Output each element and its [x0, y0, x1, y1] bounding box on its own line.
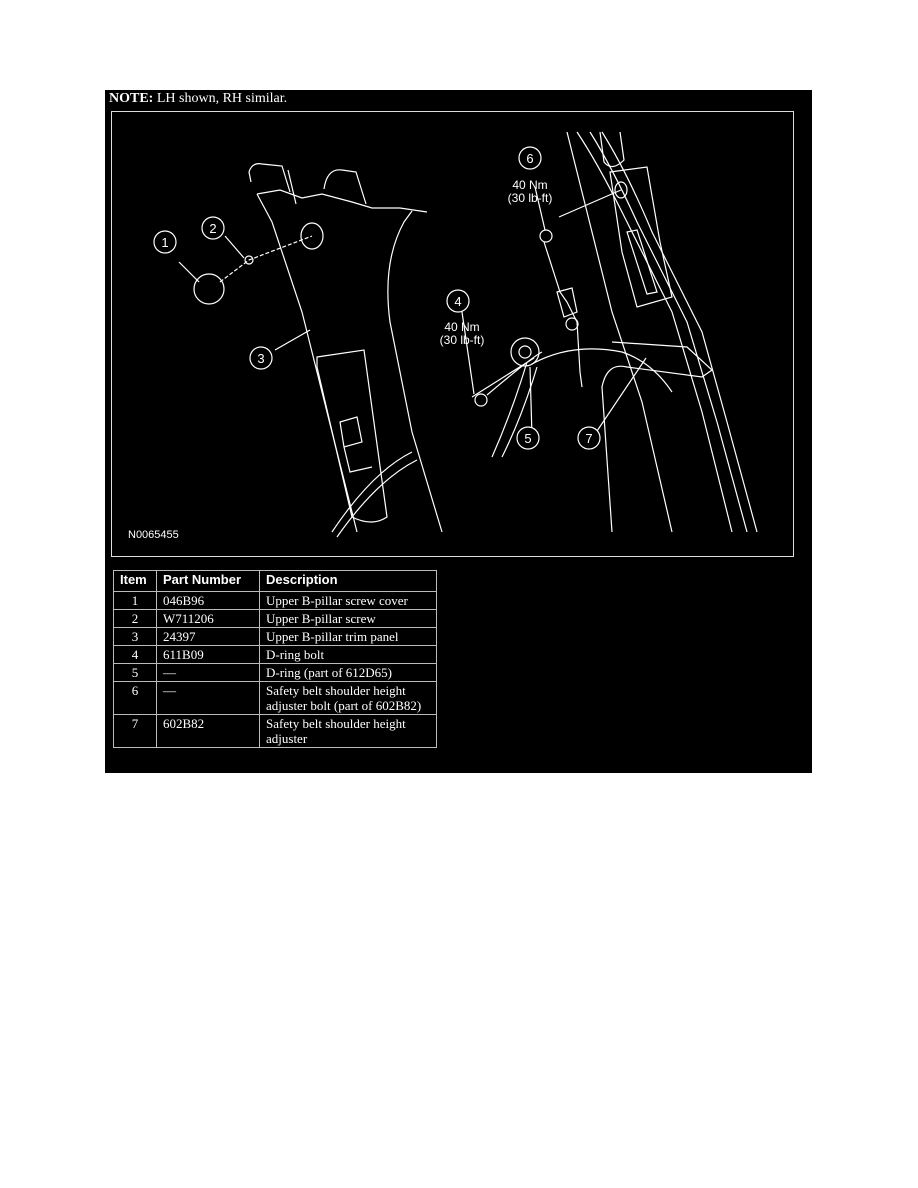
header-description: Description — [259, 570, 437, 592]
trim-panel-drawing — [248, 163, 443, 538]
diagram-panel: NOTE: LH shown, RH similar. — [105, 90, 812, 773]
callout-2-label: 2 — [209, 221, 216, 236]
torque-6-lbft: (30 lb-ft) — [508, 191, 553, 205]
item-cell: 1 — [113, 591, 157, 610]
note: NOTE: LH shown, RH similar. — [109, 91, 287, 107]
note-text: LH shown, RH similar. — [153, 91, 288, 106]
header-part-number: Part Number — [156, 570, 260, 592]
callout-1 — [153, 230, 177, 254]
part-number-cell: 24397 — [156, 627, 260, 646]
callout-7 — [577, 426, 601, 450]
torque-6-nm: 40 Nm — [512, 178, 547, 192]
description-cell: Safety belt shoulder height adjuster bol… — [259, 681, 437, 715]
leader-lines — [178, 186, 647, 438]
table-header: Item Part Number Description — [113, 570, 437, 592]
part-number-cell: 602B82 — [156, 714, 260, 748]
torque-4-nm: 40 Nm — [444, 320, 479, 334]
header-item: Item — [113, 570, 157, 592]
item-cell: 5 — [113, 663, 157, 682]
description-cell: D-ring bolt — [259, 645, 437, 664]
description-cell: Upper B-pillar screw — [259, 609, 437, 628]
part-number-cell: — — [156, 663, 260, 682]
callout-3-label: 3 — [257, 351, 264, 366]
callout-3 — [249, 346, 273, 370]
item-cell: 6 — [113, 681, 157, 715]
illustration-frame: 1 2 3 4 5 6 7 40 Nm (30 lb-ft) 40 Nm (30… — [111, 111, 794, 557]
part-number-cell: — — [156, 681, 260, 715]
callout-2 — [201, 216, 225, 240]
callout-4 — [446, 289, 470, 313]
callout-7-label: 7 — [585, 431, 592, 446]
pillar-drawing — [558, 131, 758, 533]
callouts — [153, 146, 601, 450]
table-row: 6—Safety belt shoulder height adjuster b… — [113, 681, 437, 715]
description-cell: D-ring (part of 612D65) — [259, 663, 437, 682]
part-number-cell: 046B96 — [156, 591, 260, 610]
part-number-cell: 611B09 — [156, 645, 260, 664]
description-cell: Upper B-pillar trim panel — [259, 627, 437, 646]
description-cell: Upper B-pillar screw cover — [259, 591, 437, 610]
table-row: 5—D-ring (part of 612D65) — [113, 663, 437, 682]
callout-5-label: 5 — [524, 431, 531, 446]
callout-6 — [518, 146, 542, 170]
screw-cover-drawing — [193, 235, 313, 305]
description-cell: Safety belt shoulder height adjuster — [259, 714, 437, 748]
note-label: NOTE: — [109, 91, 154, 106]
item-cell: 3 — [113, 627, 157, 646]
b-pillar-illustration: 1 2 3 4 5 6 7 40 Nm (30 lb-ft) 40 Nm (30… — [153, 131, 758, 538]
item-cell: 4 — [113, 645, 157, 664]
item-cell: 2 — [113, 609, 157, 628]
adjuster-drawing — [471, 229, 673, 458]
callout-4-label: 4 — [454, 294, 461, 309]
callout-1-label: 1 — [161, 235, 168, 250]
item-cell: 7 — [113, 714, 157, 748]
callout-6-label: 6 — [526, 151, 533, 166]
callout-5 — [516, 426, 540, 450]
figure-id: N0065455 — [128, 529, 179, 541]
part-number-cell: W711206 — [156, 609, 260, 628]
torque-4-lbft: (30 lb-ft) — [440, 333, 485, 347]
